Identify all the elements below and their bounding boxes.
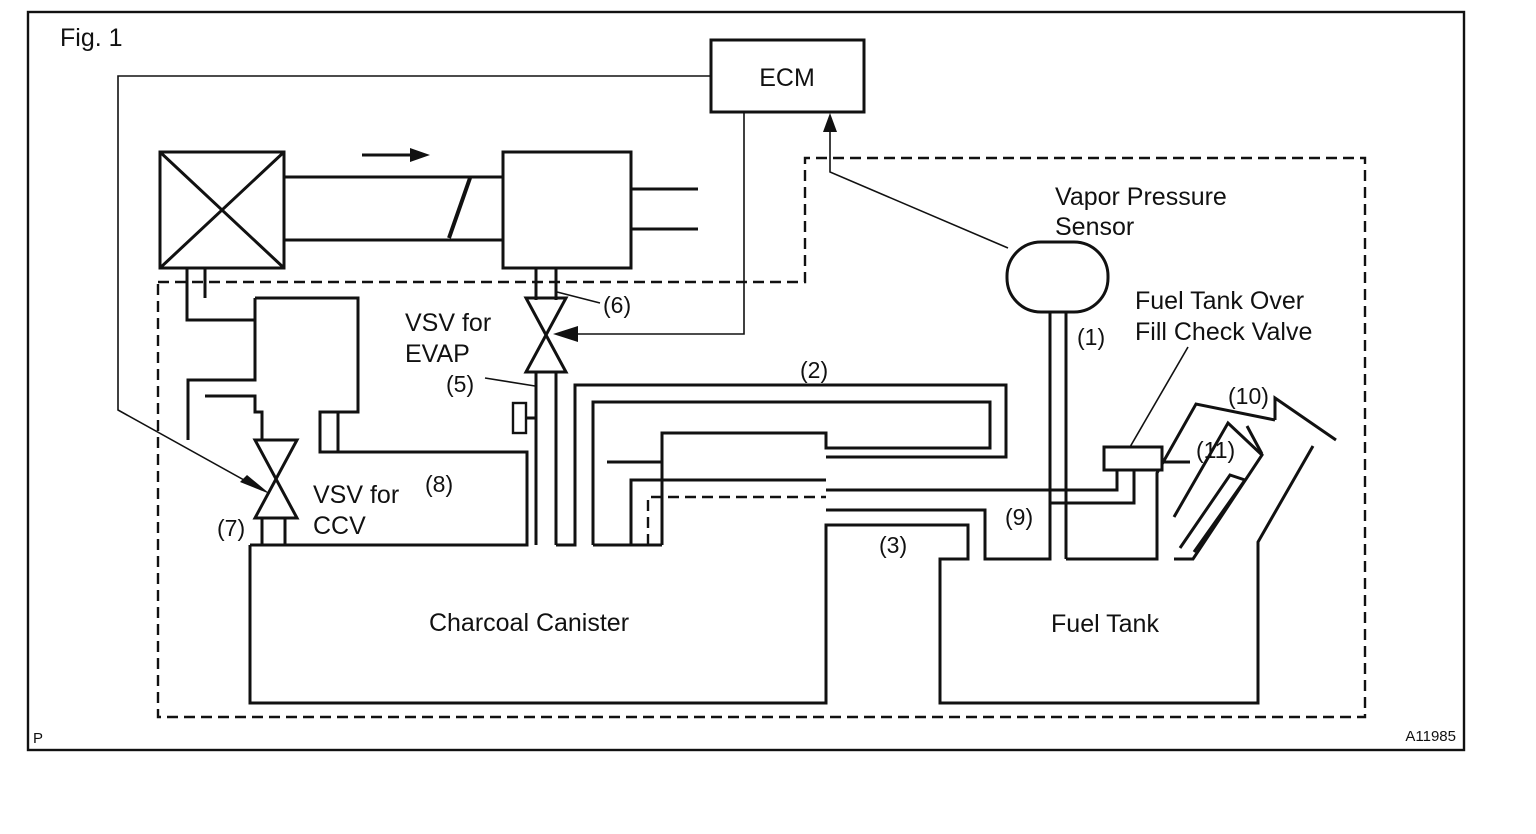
check-valve-label-line2: Fill Check Valve — [1135, 318, 1312, 346]
purge-line-upper — [534, 268, 558, 300]
figure-frame — [26, 10, 1466, 752]
callout-5: (5) — [446, 371, 474, 397]
vsv-ccv-valve-icon — [252, 438, 300, 520]
pipe-2-inner — [591, 400, 992, 545]
vsv-evap-filter-icon — [511, 401, 528, 435]
figure-title: Fig. 1 — [60, 24, 123, 52]
over-fill-check-valve — [1102, 445, 1164, 472]
sensor-to-ecm-signal-line — [829, 125, 1009, 249]
pipe-3-and-fuel-tank — [824, 445, 1315, 705]
vapor-pressure-sensor — [1005, 240, 1110, 314]
vapor-sensor-label-line2: Sensor — [1055, 213, 1134, 241]
throttle-valve-icon — [447, 177, 472, 239]
purge-line-lower — [534, 372, 558, 545]
intake-manifold-lines — [631, 187, 698, 231]
callout-2: (2) — [800, 357, 828, 383]
ecm-label: ECM — [759, 64, 815, 92]
vsv-evap-label-line1: VSV for — [405, 309, 491, 337]
filler-pipe-10 — [1066, 402, 1276, 561]
pipe-9-left — [629, 478, 826, 545]
callout-6: (6) — [603, 292, 631, 318]
fuel-tank-label: Fuel Tank — [1051, 610, 1159, 638]
vsv-ccv-label-line2: CCV — [313, 512, 366, 540]
ccv-left-pipes — [186, 298, 264, 440]
check-valve-leader — [1129, 346, 1189, 448]
evap-signal-arrow-icon — [553, 326, 578, 342]
air-cleaner-pipe-outer — [185, 268, 255, 322]
pipe-11 — [1172, 420, 1264, 561]
callout-5-leader — [484, 377, 536, 387]
callout-6-leader — [556, 291, 601, 304]
callout-1: (1) — [1077, 324, 1105, 350]
check-valve-label-line1: Fuel Tank Over — [1135, 287, 1304, 315]
vsv-ccv-label-line1: VSV for — [313, 481, 399, 509]
callout-7: (7) — [217, 515, 245, 541]
corner-left-mark: P — [33, 730, 43, 747]
vsv-evap-valve-icon — [523, 296, 569, 374]
vsv-evap-label-line2: EVAP — [405, 340, 470, 368]
charcoal-canister-box — [248, 545, 828, 705]
callout-11: (11) — [1196, 437, 1235, 463]
flow-arrowhead-icon — [410, 148, 430, 162]
pipe-1 — [1048, 312, 1068, 559]
intake-chamber-box — [501, 150, 633, 270]
callout-3: (3) — [879, 532, 907, 558]
intake-pipe — [284, 175, 503, 242]
pipe-2-outer — [250, 383, 1008, 547]
ecm-to-evap-signal-line — [565, 112, 745, 335]
ecm-to-ccv-signal-line — [117, 75, 711, 491]
filler-neck — [1245, 395, 1337, 455]
sensor-signal-arrow-icon — [823, 113, 837, 132]
dashed-boundary — [156, 156, 1367, 719]
canister-top-mid — [593, 510, 664, 547]
vapor-sensor-label-line1: Vapor Pressure — [1055, 183, 1227, 211]
callout-9: (9) — [1005, 504, 1033, 530]
air-cleaner-x-icon — [158, 150, 286, 270]
pipe-11-inner — [1178, 473, 1248, 553]
callout-10: (10) — [1228, 383, 1269, 409]
figure-code: A11985 — [1405, 728, 1456, 745]
charcoal-canister-label: Charcoal Canister — [429, 609, 629, 637]
ccv-signal-arrow-icon — [240, 475, 270, 494]
callout-8: (8) — [425, 471, 453, 497]
pipe-9-upper — [826, 470, 1119, 492]
